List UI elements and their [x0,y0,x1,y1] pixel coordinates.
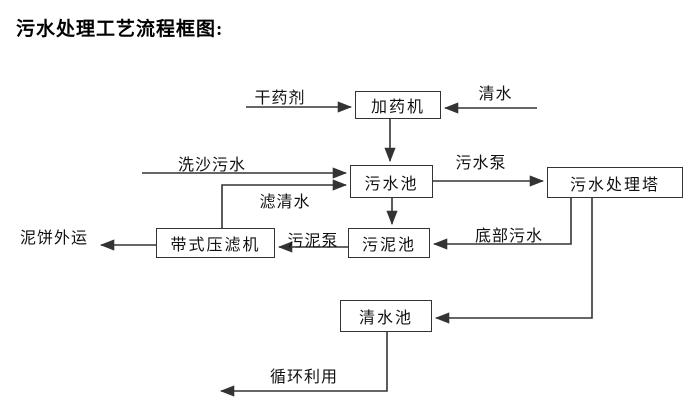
edge-label-filtered-water: 滤清水 [259,194,311,211]
node-sewage-treatment-tower: 污水处理塔 [547,167,683,198]
node-belt-filter-press: 带式压滤机 [156,228,275,258]
node-sludge-pool: 污泥池 [348,228,430,258]
node-dosing-machine: 加药机 [355,91,441,119]
edge-label-recycle-use: 循环利用 [269,369,338,386]
edge-label-sewage-pump: 污水泵 [455,155,507,172]
arrow-tower-to-clear-water-pool [434,198,593,324]
edge-label-dry-agent: 干药剂 [254,90,306,107]
diagram-title: 污水处理工艺流程框图: [16,19,224,40]
edge-label-clear-water: 清水 [478,86,513,103]
edge-label-bottom-sewage: 底部污水 [474,228,543,245]
edge-label-sludge-pump: 污泥泵 [287,233,339,250]
node-sewage-pool: 污水池 [350,165,433,198]
edge-label-mud-cake-out: 泥饼外运 [19,230,88,247]
edge-label-sand-wash-sewage: 洗沙污水 [177,157,246,174]
node-clear-water-pool: 清水池 [340,300,432,332]
